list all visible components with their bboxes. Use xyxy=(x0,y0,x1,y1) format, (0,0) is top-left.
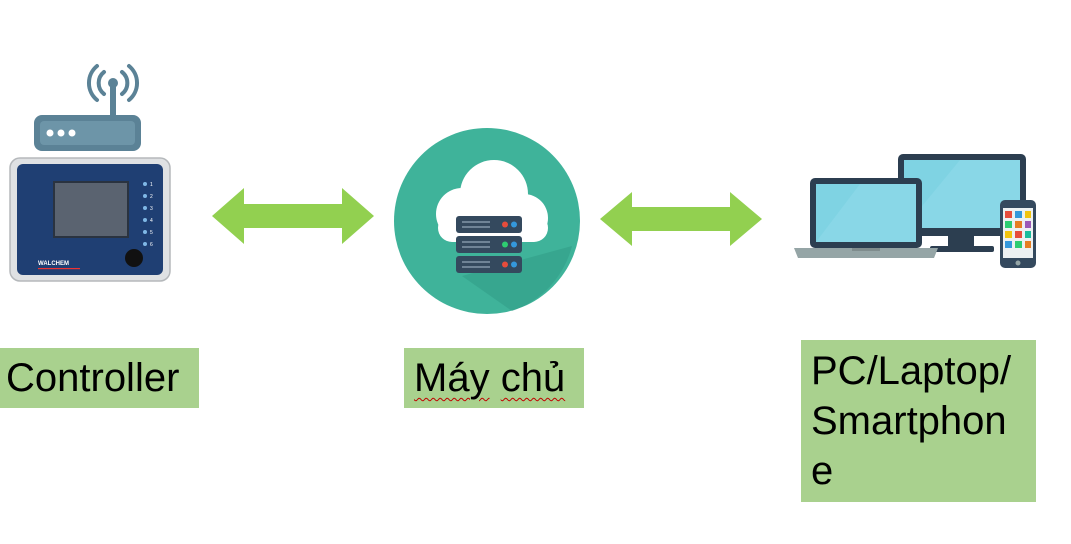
brand-text: WALCHEM xyxy=(38,261,69,267)
server-label: Máy chủ xyxy=(404,348,584,408)
bidirectional-arrow-right xyxy=(600,190,762,248)
svg-text:5: 5 xyxy=(150,230,153,236)
controller-device-icon: 1 2 3 4 5 6 WALCHEM xyxy=(9,64,171,282)
server-label-word1: Máy xyxy=(414,356,490,400)
server-label-word2: chủ xyxy=(500,356,566,400)
devices-group xyxy=(790,150,1040,275)
cloud-server-icon xyxy=(394,128,580,314)
svg-text:3: 3 xyxy=(150,206,153,212)
svg-text:1: 1 xyxy=(150,182,153,188)
svg-text:4: 4 xyxy=(150,218,153,224)
bidirectional-arrow-left xyxy=(212,186,374,246)
svg-text:2: 2 xyxy=(150,194,153,200)
server-group xyxy=(392,126,582,316)
clients-label-line3: e xyxy=(811,449,834,493)
controller-label: Controller xyxy=(0,348,199,408)
controller-group: 1 2 3 4 5 6 WALCHEM xyxy=(0,60,180,290)
svg-text:6: 6 xyxy=(150,242,153,248)
clients-label-line2: Smartphon xyxy=(811,399,1007,443)
wifi-router-icon xyxy=(86,64,140,102)
clients-label: PC/Laptop/ Smartphon e xyxy=(801,340,1036,502)
devices-icon xyxy=(794,154,1036,268)
clients-label-line1: PC/Laptop/ xyxy=(811,349,1012,393)
